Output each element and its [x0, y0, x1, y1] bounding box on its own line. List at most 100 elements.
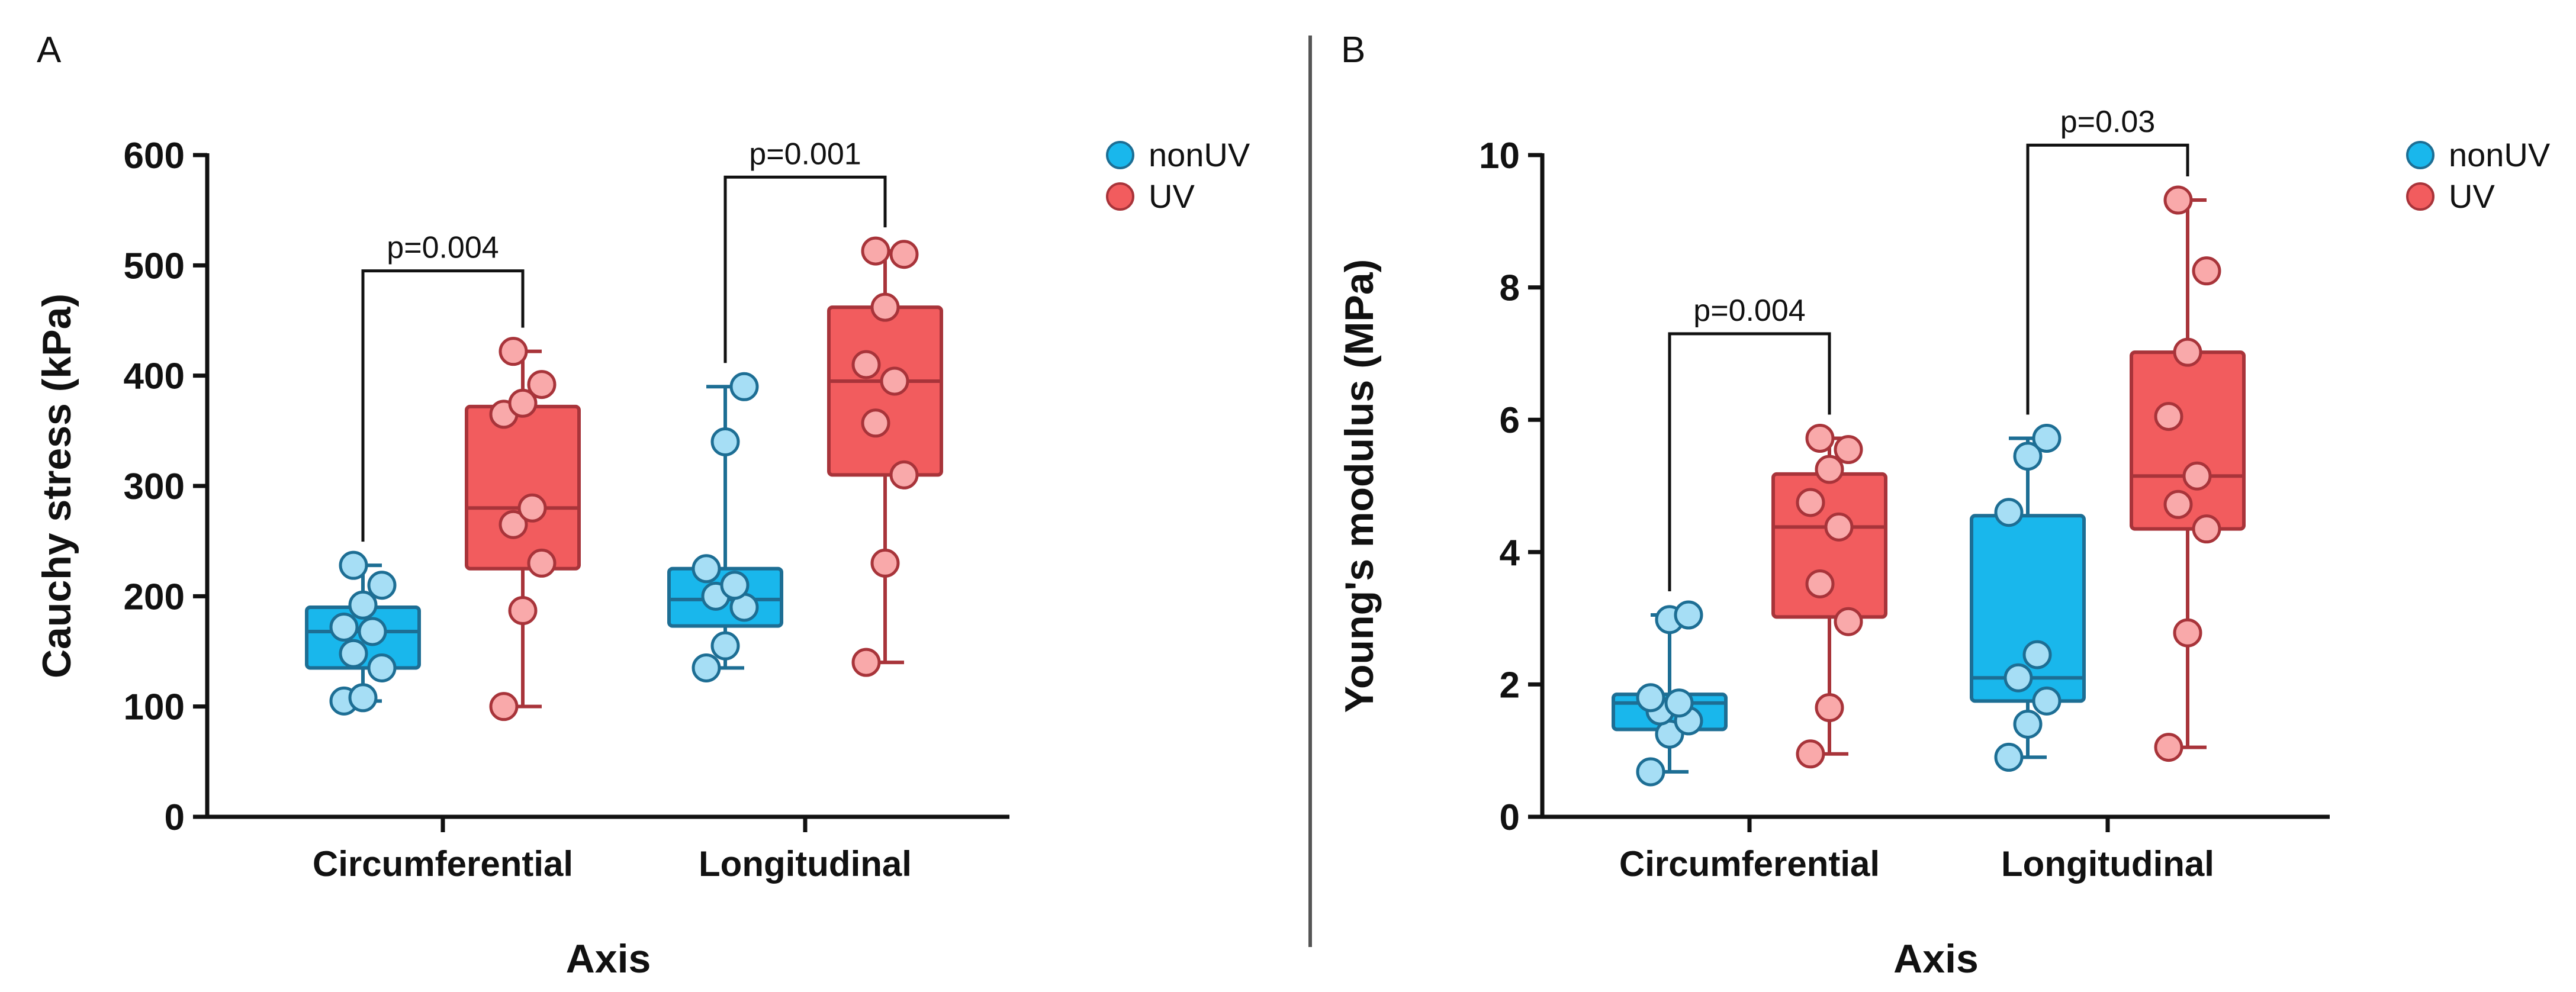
data-point	[692, 554, 721, 584]
data-point	[2013, 709, 2043, 739]
data-point	[2163, 185, 2193, 215]
series-nonUV	[1612, 424, 2086, 787]
data-point	[508, 596, 538, 626]
data-point	[2032, 686, 2062, 716]
y-tick-label: 8	[1500, 268, 1520, 309]
data-point	[527, 370, 557, 400]
data-point	[1796, 488, 1825, 517]
p-value-label: p=0.001	[749, 137, 861, 171]
data-point	[367, 653, 397, 682]
y-tick-label: 100	[124, 687, 185, 728]
data-point	[499, 337, 528, 366]
y-axis-title: Young's modulus (MPa)	[1337, 259, 1382, 713]
p-value-label: p=0.004	[1693, 294, 1805, 328]
y-tick-label: 300	[124, 466, 185, 507]
data-point	[692, 653, 721, 682]
data-point	[710, 631, 740, 661]
box-UV-longitudinal	[827, 236, 943, 677]
significance-bracket: p=0.004	[361, 231, 525, 542]
bracket-line	[1668, 332, 1831, 592]
data-point	[880, 366, 909, 396]
box-nonUV-longitudinal	[1970, 424, 2086, 772]
data-point	[517, 493, 547, 523]
data-point	[1824, 512, 1854, 542]
y-tick-label: 0	[165, 797, 185, 838]
data-point	[2192, 256, 2221, 286]
box-iqr	[465, 404, 581, 571]
data-point	[2022, 640, 2052, 669]
y-tick-label: 200	[124, 576, 185, 617]
legend-marker-UV	[1106, 182, 1134, 211]
data-point	[2154, 733, 2183, 762]
data-point	[2154, 402, 2183, 431]
legend-marker-UV	[2406, 182, 2435, 211]
data-point	[2182, 461, 2212, 491]
y-tick-label: 400	[124, 356, 185, 397]
data-point	[1815, 455, 1844, 484]
box-nonUV-circumferential	[305, 550, 421, 716]
data-point	[729, 372, 759, 401]
box-UV-longitudinal	[2130, 185, 2246, 762]
data-point	[1834, 435, 1863, 465]
box-nonUV-longitudinal	[667, 372, 783, 682]
x-category-label: Longitudinal	[2001, 844, 2214, 884]
legend-marker-nonUV	[2406, 141, 2435, 169]
data-point	[861, 408, 890, 438]
bracket-line	[361, 269, 525, 542]
legend-marker-nonUV	[1106, 141, 1134, 169]
p-value-label: p=0.03	[2060, 105, 2156, 139]
p-value-label: p=0.004	[387, 231, 499, 265]
bracket-line	[2026, 143, 2189, 415]
box-UV-circumferential	[465, 337, 581, 722]
data-point	[508, 388, 538, 418]
panel-letter: B	[1341, 30, 1365, 70]
data-point	[1815, 693, 1844, 723]
legend-label: nonUV	[2449, 136, 2551, 173]
data-point	[489, 692, 519, 722]
data-point	[720, 571, 750, 600]
data-point	[1805, 569, 1835, 598]
box-iqr	[1970, 514, 2086, 703]
data-point	[870, 292, 900, 322]
data-point	[870, 548, 900, 578]
data-point	[2032, 424, 2062, 453]
data-point	[358, 617, 387, 646]
data-point	[1994, 742, 2024, 772]
x-category-label: Circumferential	[313, 844, 573, 884]
y-tick-label: 0	[1500, 797, 1520, 838]
box-iqr	[1771, 472, 1887, 619]
data-point	[348, 683, 378, 713]
x-category-label: Longitudinal	[699, 844, 912, 884]
legend-label: nonUV	[1149, 136, 1250, 173]
data-point	[2013, 442, 2043, 471]
data-point	[2163, 489, 2193, 519]
box-UV-circumferential	[1771, 424, 1887, 769]
data-point	[527, 548, 557, 578]
data-point	[2173, 618, 2202, 648]
data-point	[1834, 607, 1863, 636]
data-point	[1636, 757, 1665, 787]
legend-label: UV	[2449, 178, 2495, 215]
data-point	[1796, 739, 1825, 769]
y-tick-label: 4	[1500, 533, 1520, 574]
y-tick-label: 2	[1500, 665, 1520, 706]
y-tick-label: 6	[1500, 400, 1520, 441]
data-point	[889, 240, 919, 269]
data-point	[851, 648, 881, 677]
data-point	[329, 613, 359, 642]
y-tick-label: 500	[124, 246, 185, 286]
x-axis-title: Axis	[566, 936, 651, 981]
data-point	[367, 571, 397, 600]
data-point	[339, 639, 368, 668]
bracket-line	[723, 175, 887, 363]
box-nonUV-circumferential	[1612, 600, 1728, 787]
y-axis-title: Cauchy stress (kPa)	[34, 294, 79, 678]
data-point	[1636, 683, 1665, 713]
legend: nonUV UV	[2406, 136, 2551, 215]
significance-bracket: p=0.004	[1668, 294, 1831, 592]
data-point	[1674, 600, 1703, 630]
